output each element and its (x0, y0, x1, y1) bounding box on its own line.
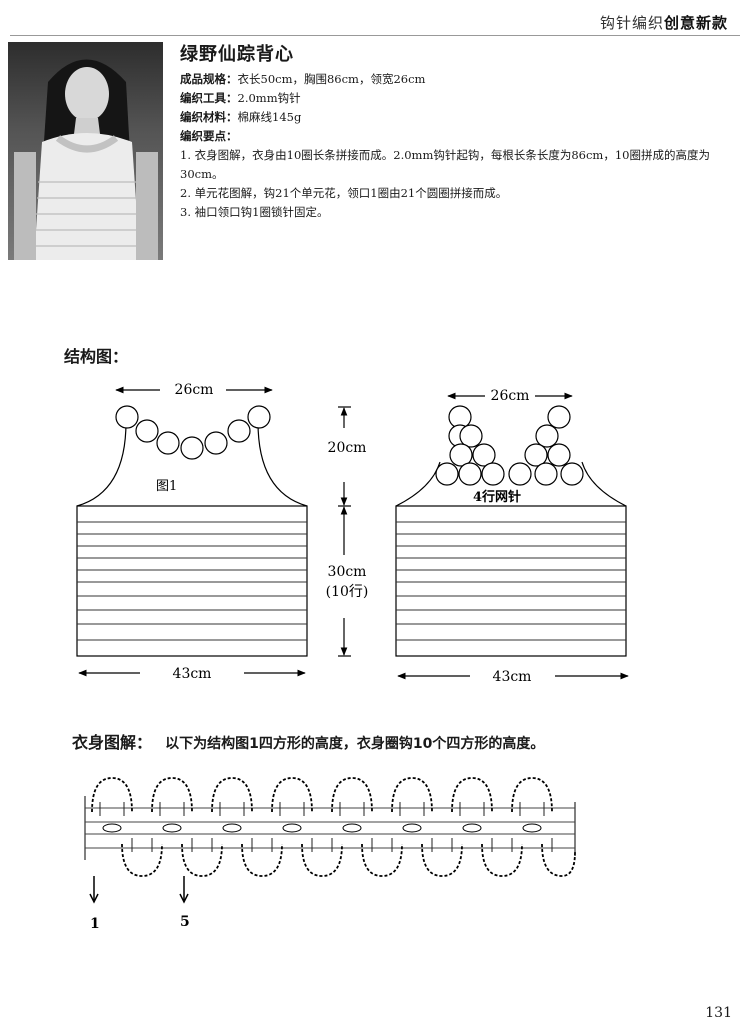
tool-row: 编织工具：2.0mm钩针 (180, 89, 735, 108)
note-item: 2. 单元花图解，钩21个单元花，领口1圈由21个圆圈拼接而成。 (180, 186, 508, 200)
front-bottom-width: 43cm (173, 666, 212, 682)
material-label: 编织材料： (180, 110, 238, 124)
note-item: 1. 衣身图解，衣身由10圈长条拼接而成。2.0mm钩针起钩，每根长条长度为86… (180, 148, 710, 181)
series-title-bold: 创意新款 (663, 14, 728, 32)
spec-label: 成品规格： (180, 72, 238, 86)
back-top-width: 26cm (491, 388, 530, 404)
series-title: 钩针编织创意新款 (600, 12, 728, 33)
spec-value: 衣长50cm，胸围86cm，领宽26cm (237, 72, 426, 86)
body-stitch-chart: 1 5 (84, 777, 576, 932)
front-neck-circles (115, 405, 271, 460)
height-dimensions (338, 406, 351, 657)
tool-value: 2.0mm钩针 (237, 91, 301, 105)
back-panel-diagram (395, 392, 629, 680)
left-armhole-curve-l (76, 421, 127, 507)
material-row: 编织材料：棉麻线145g (180, 108, 735, 127)
lower-rows-label: (10行) (326, 584, 369, 600)
body-chart-heading: 衣身图解： (72, 733, 153, 752)
upper-height-label: 20cm (328, 440, 367, 456)
page-number: 131 (705, 1005, 732, 1021)
front-fig-label: 图1 (156, 479, 177, 494)
material-value: 棉麻线145g (237, 110, 302, 124)
pattern-info: 成品规格：衣长50cm，胸围86cm，领宽26cm 编织工具：2.0mm钩针 编… (180, 70, 735, 222)
note-item: 3. 袖口领口钩1圈锁针固定。 (180, 205, 329, 219)
header-rule (10, 35, 740, 36)
series-title-prefix: 钩针编织 (599, 14, 664, 32)
back-neck-circles (435, 405, 584, 486)
structure-diagram: 26cm 图1 43cm 20cm 30cm (10行) (76, 382, 629, 685)
left-armhole-curve-r (257, 421, 308, 507)
front-top-width: 26cm (175, 382, 214, 398)
tool-label: 编织工具： (180, 91, 238, 105)
pattern-title: 绿野仙踪背心 (180, 44, 294, 65)
right-armhole-curve-l (395, 461, 441, 507)
back-bottom-width: 43cm (493, 669, 532, 685)
front-panel-diagram (76, 386, 308, 677)
row-marker-5: 5 (180, 914, 190, 930)
notes-label-row: 编织要点： (180, 127, 735, 146)
spec-row: 成品规格：衣长50cm，胸围86cm，领宽26cm (180, 70, 735, 89)
front-body-rect (76, 505, 308, 657)
back-body-rect (395, 505, 627, 657)
structure-heading: 结构图： (64, 347, 129, 366)
right-armhole-curve-r (581, 461, 627, 507)
notes-label: 编织要点： (180, 129, 238, 143)
model-photo-illustration (14, 59, 158, 260)
model-photo (8, 42, 163, 260)
body-chart-heading-row: 衣身图解： 以下为结构图1四方形的高度，衣身圈钩10个四方形的高度。 (72, 729, 544, 753)
row-marker-1: 1 (90, 916, 100, 932)
lower-height-label: 30cm (328, 564, 367, 580)
body-chart-description: 以下为结构图1四方形的高度，衣身圈钩10个四方形的高度。 (165, 736, 545, 752)
back-band-label: 4行网针 (473, 489, 521, 505)
